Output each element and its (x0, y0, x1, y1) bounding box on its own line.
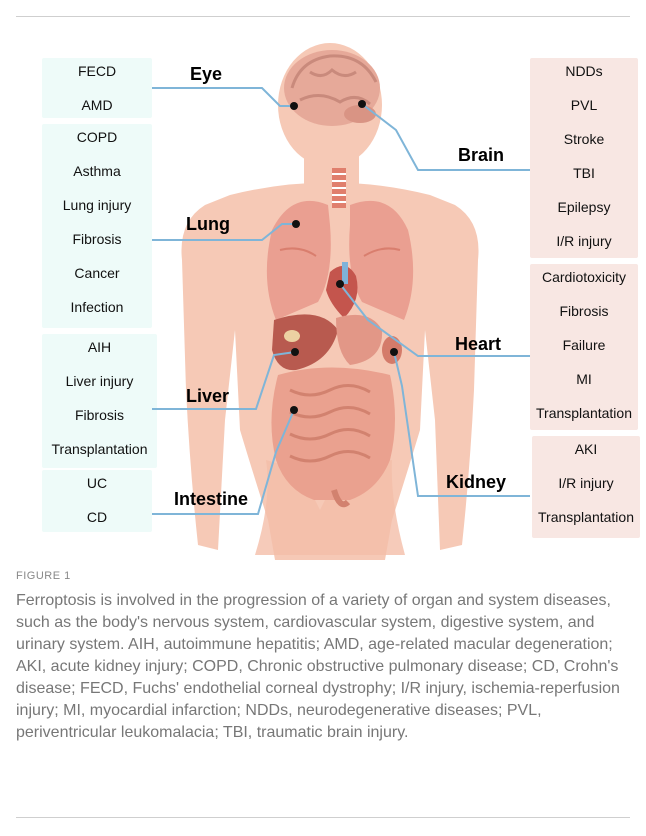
heart-label: Heart (455, 334, 501, 355)
trachea-illustration (332, 168, 346, 208)
brain-label: Brain (458, 145, 504, 166)
liver-label: Liver (186, 386, 229, 407)
organ-disease-figure: FECD AMD COPD Asthma Lung injury Fibrosi… (0, 0, 646, 560)
intestine-label: Intestine (174, 489, 248, 510)
figure-caption: Ferroptosis is involved in the progressi… (16, 590, 632, 744)
human-body-illustration (0, 0, 646, 560)
lung-label: Lung (186, 214, 230, 235)
eye-label: Eye (190, 64, 222, 85)
figure-label: FIGURE 1 (16, 570, 71, 582)
bottom-divider (16, 817, 630, 818)
kidney-label: Kidney (446, 472, 506, 493)
brain-illustration (284, 50, 380, 126)
